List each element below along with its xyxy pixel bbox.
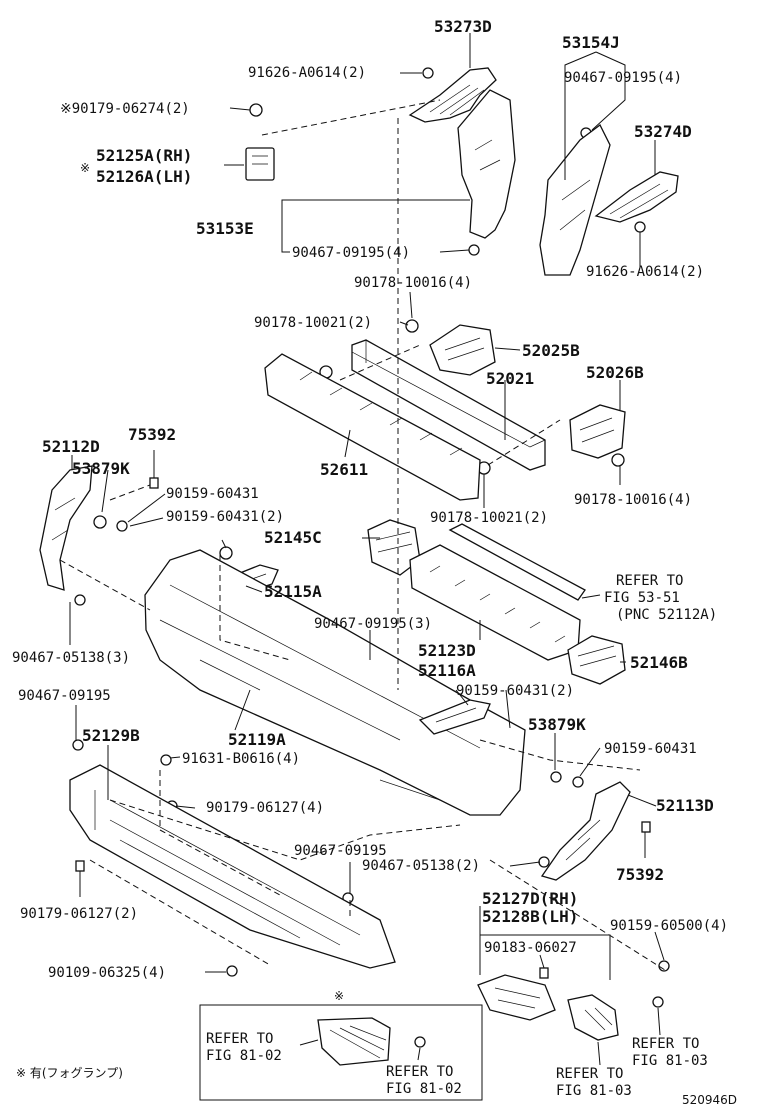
label-52112D: 52112D [42,437,100,456]
label-90467-05138-2: 90467-05138(2) [362,858,480,874]
footnote: ※ 有(フォグランプ) [16,1066,123,1080]
part-52021 [351,339,546,471]
label-90179-06127-4: 90179-06127(4) [206,800,324,816]
label-90467-05138-3: 90467-05138(3) [12,650,130,666]
label-90159-60431-a: 90159-60431 [166,486,259,502]
part-53153E [457,89,516,239]
part-labels: 53273D 91626-A0614(2) ※90179-06274(2) 52… [12,17,737,1107]
label-52126A: 52126A(LH) [96,167,192,186]
label-53274D: 53274D [634,122,692,141]
refer-81-02a-line1: REFER TO [206,1031,273,1047]
refer-81-03a-line2: FIG 81-03 [632,1053,708,1069]
part-53154J [539,124,611,276]
label-90467-09195-4a: 90467-09195(4) [292,245,410,261]
refer-53-51-line1: REFER TO [616,573,683,589]
label-52129B: 52129B [82,726,140,745]
label-52123D: 52123D [418,641,476,660]
label-91626-A0614-top: 91626-A0614(2) [248,65,366,81]
refer-81-02b-line2: FIG 81-02 [386,1081,462,1097]
label-90467-09195-left: 90467-09195 [18,688,111,704]
refer-81-03b-line2: FIG 81-03 [556,1083,632,1099]
diagram-id: 520946D [682,1093,737,1107]
refer-81-02a-line2: FIG 81-02 [206,1048,282,1064]
label-52611: 52611 [320,460,368,479]
label-90183-06027: 90183-06027 [484,940,577,956]
label-52025B: 52025B [522,341,580,360]
part-52026B [569,404,626,459]
label-52021: 52021 [486,369,534,388]
part-52125A [245,147,275,181]
label-90467-09195-mid: 90467-09195 [294,843,387,859]
part-52127D [477,974,556,1021]
leader-lines [69,33,665,1066]
label-90109-06325: 90109-06325(4) [48,965,166,981]
label-75392-top: 75392 [128,425,176,444]
label-53879K-right: 53879K [528,715,586,734]
inset-box [199,1004,483,1101]
refer-53-51-line2: FIG 53-51 [604,590,680,606]
label-90179-06274: ※90179-06274(2) [60,101,190,117]
label-90178-10021-bot: 90178-10021(2) [430,510,548,526]
part-52025B [429,324,496,376]
label-52145C: 52145C [264,528,322,547]
label-52146B: 52146B [630,653,688,672]
refer-53-51-line3: (PNC 52112A) [616,607,717,623]
refer-81-03b-line1: REFER TO [556,1066,623,1082]
label-52119A: 52119A [228,730,286,749]
part-52113D [540,781,631,881]
part-52129B [69,764,396,969]
label-52127D: 52127D(RH) [482,889,578,908]
label-52115A: 52115A [264,582,322,601]
label-90178-10016-bot: 90178-10016(4) [574,492,692,508]
part-52116A [418,699,491,735]
label-52113D: 52113D [656,796,714,815]
assembly-lines [59,99,666,971]
label-52026B: 52026B [586,363,644,382]
label-52116A: 52116A [418,661,476,680]
part-53274D [594,171,679,223]
part-52146B [567,635,626,685]
label-91631-B0616: 91631-B0616(4) [182,751,300,767]
label-75392-bot: 75392 [616,865,664,884]
label-52125A: 52125A(RH) [96,146,192,165]
part-52112D [39,465,93,591]
label-90467-09195-3: 90467-09195(3) [314,616,432,632]
label-53879K-left: 53879K [72,459,130,478]
label-53154J: 53154J [562,33,620,52]
label-90178-10016-top: 90178-10016(4) [354,275,472,291]
label-90159-60431-2a: 90159-60431(2) [166,509,284,525]
mark-52125A: ※ [80,161,90,175]
label-90159-60431-2b: 90159-60431(2) [456,683,574,699]
label-53153E: 53153E [196,219,254,238]
label-90179-06127-2: 90179-06127(2) [20,906,138,922]
label-90178-10021-top: 90178-10021(2) [254,315,372,331]
refer-81-02b-line1: REFER TO [386,1064,453,1080]
part-fog-lamp-right [567,994,619,1041]
part-52119A [144,549,526,816]
refer-81-03a-line1: REFER TO [632,1036,699,1052]
inset-mark: ※ [334,989,344,1003]
label-90159-60500: 90159-60500(4) [610,918,728,934]
part-52112A-strip [448,523,586,601]
label-90467-09195-4b: 90467-09195(4) [564,70,682,86]
label-90159-60431-right: 90159-60431 [604,741,697,757]
part-53273D [408,67,497,123]
label-52128B: 52128B(LH) [482,907,578,926]
part-52611 [264,353,481,501]
label-53273D: 53273D [434,17,492,36]
part-fog-lamp-inset [317,1017,391,1066]
label-91626-A0614-bot: 91626-A0614(2) [586,264,704,280]
